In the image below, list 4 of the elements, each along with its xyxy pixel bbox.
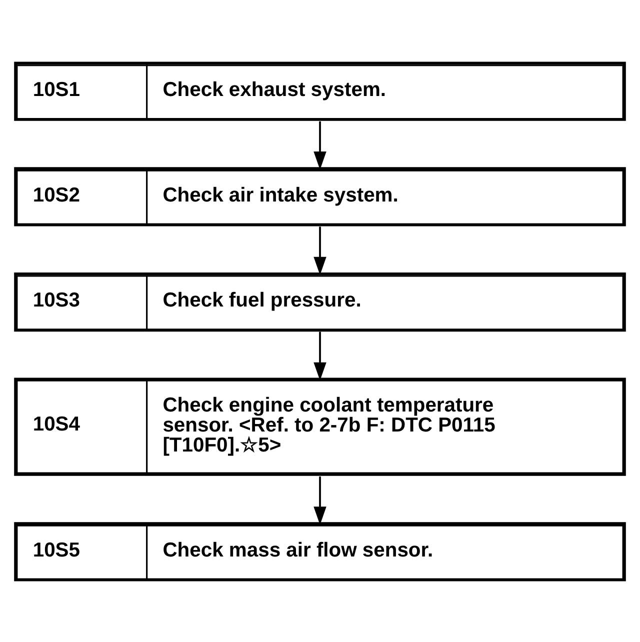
arrow: [314, 226, 326, 275]
arrow: [314, 120, 326, 170]
arrow: [314, 331, 326, 380]
arrow: [314, 476, 326, 524]
